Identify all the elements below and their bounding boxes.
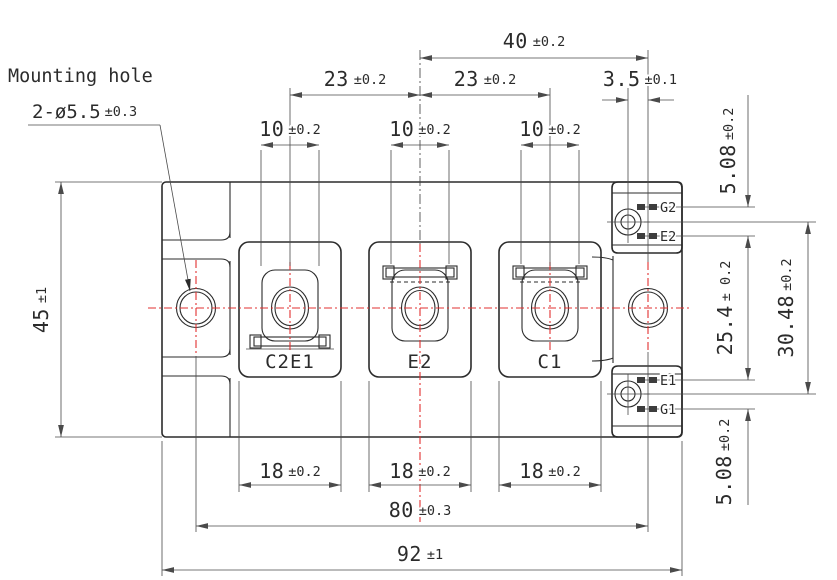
gate-hole-bottom — [607, 374, 650, 415]
terminal-labels: C2E1 E2 C1 G2 E2 E1 G1 — [264, 199, 678, 420]
left-flange — [162, 182, 231, 437]
dim-5p08-bottom-label: 5.08±0.2 — [712, 419, 736, 506]
gate-label-g1: G1 — [660, 402, 676, 418]
dim-23-right-label: 23±0.2 — [454, 67, 517, 91]
dim-92-label: 92±1 — [397, 542, 443, 566]
terminal-label-c2e1: C2E1 — [265, 351, 315, 373]
pin-g2 — [637, 204, 755, 210]
dim-10-2: 10±0.2 — [387, 115, 453, 148]
terminal-label-c1: C1 — [538, 351, 563, 373]
module-outline — [161, 181, 683, 438]
terminal-label-e2: E2 — [408, 351, 433, 373]
mounting-note: Mounting hole 2-ø5.5±0.3 — [8, 66, 191, 292]
gate-label-e2: E2 — [660, 229, 676, 245]
dim-80-label: 80±0.3 — [389, 498, 452, 522]
dim-45-label: 45±1 — [29, 287, 53, 333]
gate-label-g2: G2 — [660, 200, 676, 216]
dim-5p08-top-label: 5.08±0.2 — [716, 108, 740, 195]
right-flange — [591, 256, 614, 363]
dim-18-2-label: 18±0.2 — [389, 459, 451, 483]
dim-18-1: 18±0.2 — [239, 457, 341, 488]
dim-18-3: 18±0.2 — [499, 457, 601, 488]
dim-30p48-label: 30.48±0.2 — [774, 258, 798, 357]
dim-3p5-label: 3.5±0.1 — [603, 67, 677, 91]
dim-10-3: 10±0.2 — [517, 115, 583, 148]
dim-18-1-label: 18±0.2 — [259, 459, 321, 483]
mounting-note-title: Mounting hole — [8, 66, 153, 87]
dim-45: 45±1 — [27, 181, 162, 438]
dim-10-3-label: 10±0.2 — [519, 117, 581, 141]
dim-40: 40±0.2 — [420, 27, 648, 61]
dim-25p4: 25.4± 0.2 — [711, 236, 751, 380]
dim-10-1-label: 10±0.2 — [259, 117, 321, 141]
dim-18-2: 18±0.2 — [369, 457, 471, 488]
dim-5p08-bottom: 5.08±0.2 — [710, 409, 751, 507]
pin-e1 — [637, 377, 755, 383]
dim-3p5: 3.5±0.1 — [601, 65, 679, 103]
dim-23-right: 23±0.2 — [420, 65, 550, 98]
mounting-note-spec: 2-ø5.5±0.3 — [32, 101, 137, 123]
extension-lines-top — [260, 50, 649, 532]
gate-block-top — [611, 181, 683, 254]
gate-label-e1: E1 — [660, 373, 676, 389]
extension-lines-bottom — [161, 356, 683, 576]
dim-80: 80±0.3 — [196, 496, 648, 529]
dim-40-label: 40±0.2 — [503, 29, 566, 53]
pin-g1 — [637, 406, 755, 412]
dim-92: 92±1 — [162, 540, 682, 573]
dim-10-2-label: 10±0.2 — [389, 117, 451, 141]
dim-23-left: 23±0.2 — [290, 65, 420, 98]
pin-e2 — [637, 233, 755, 239]
mounting-note-leader — [159, 124, 191, 292]
dim-10-1: 10±0.2 — [257, 115, 323, 148]
dim-25p4-label: 25.4± 0.2 — [713, 261, 737, 356]
centerlines — [148, 244, 692, 522]
dim-18-3-label: 18±0.2 — [519, 459, 581, 483]
gate-block-bottom — [611, 365, 683, 438]
gate-hole-top — [607, 202, 650, 243]
dim-23-left-label: 23±0.2 — [324, 67, 387, 91]
dim-5p08-top: 5.08±0.2 — [714, 95, 751, 207]
dim-30p48: 30.48±0.2 — [644, 221, 816, 395]
